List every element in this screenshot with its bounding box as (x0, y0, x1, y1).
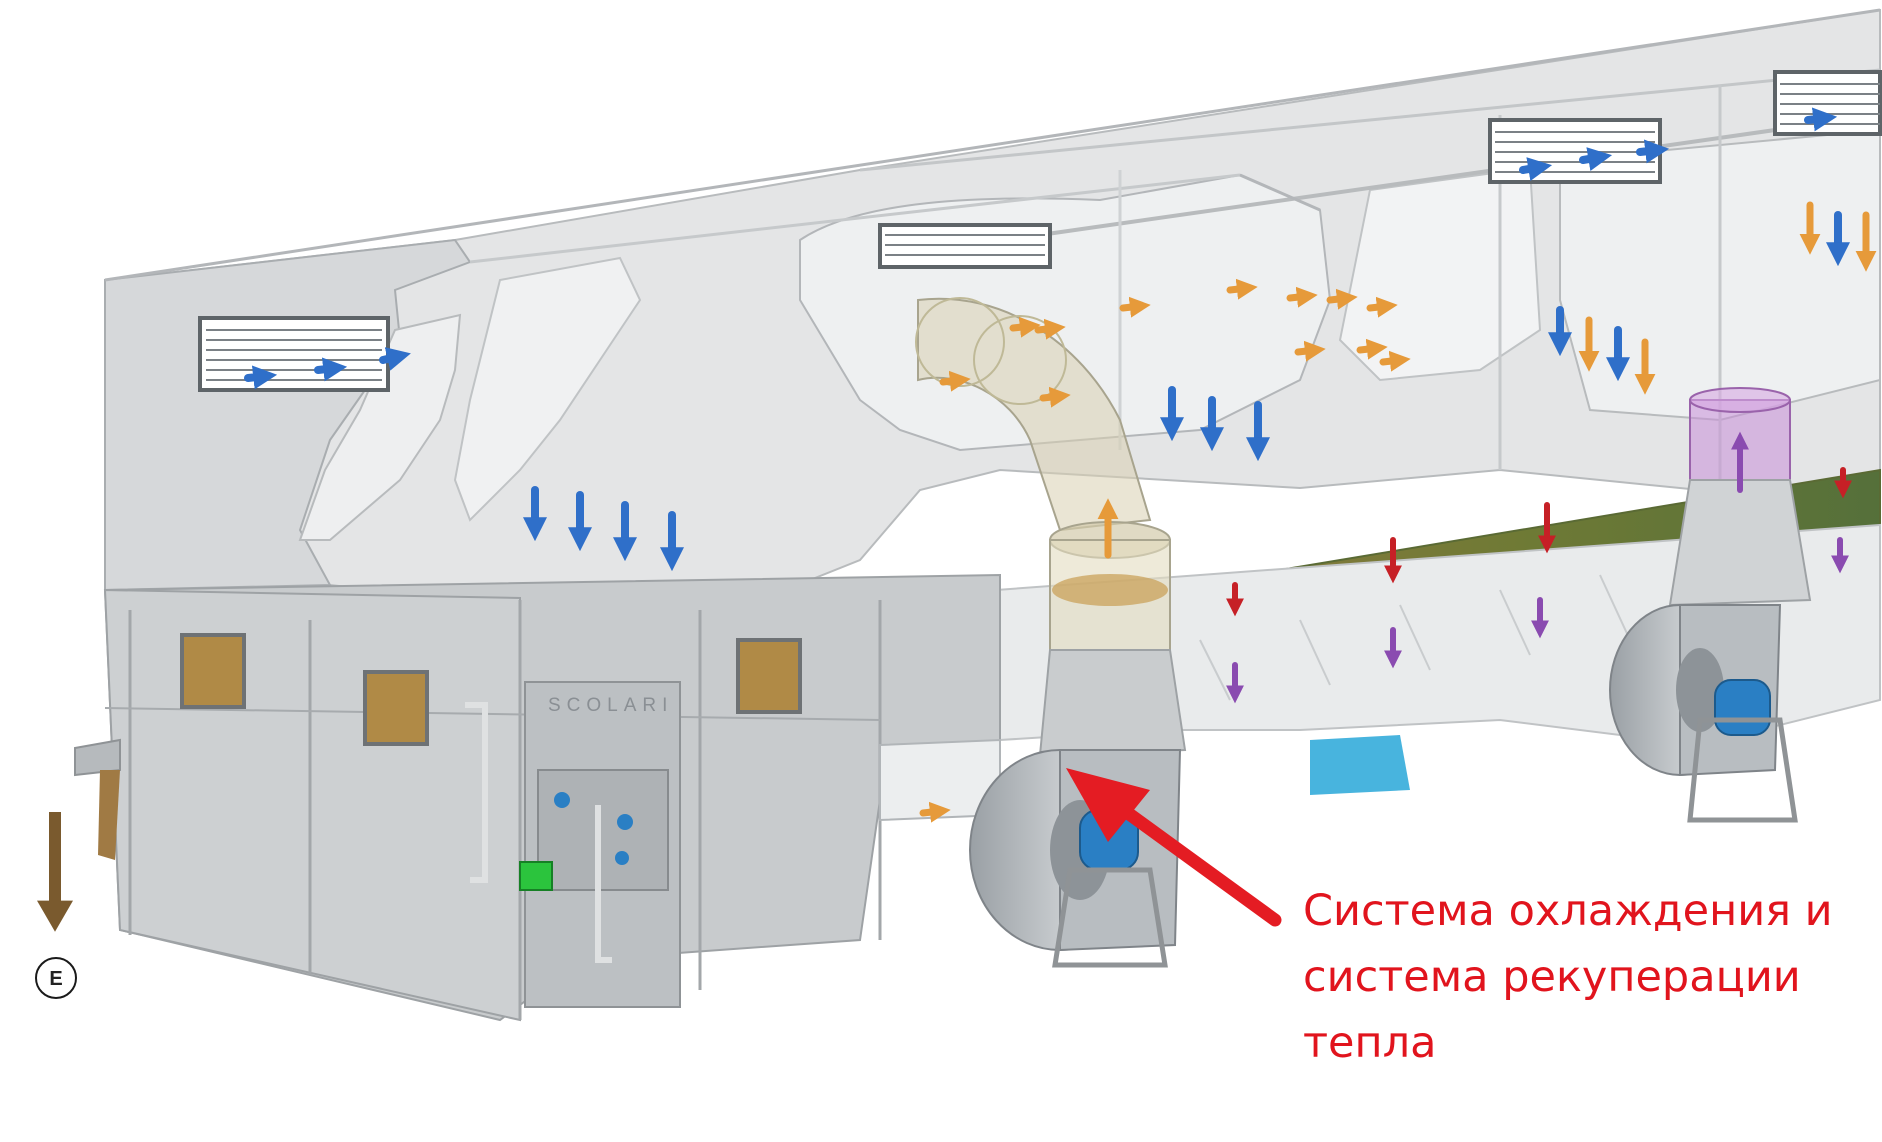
callout-text: Система охлаждения и система рекуперации… (1303, 878, 1863, 1076)
louver-4 (1773, 70, 1882, 136)
airflow-arrows-cold (244, 107, 1850, 572)
ventilation-louvers (198, 70, 1882, 392)
cooling-fan-right (1609, 604, 1798, 823)
callout-arrow (1066, 768, 1282, 927)
louver-2 (878, 223, 1052, 269)
callout-line-1: Система охлаждения и (1303, 886, 1833, 936)
front-cabinet: SCOLARI (74, 573, 1001, 1022)
airflow-arrows-hot (919, 201, 1877, 823)
airflow-arrows-product (1226, 467, 1852, 617)
callout-line-2: система рекуперации (1303, 952, 1801, 1002)
inspection-windows (180, 633, 802, 746)
airflow-arrows-exhaust (1226, 431, 1849, 704)
louver-1 (198, 316, 390, 392)
product-exit-marker: E (35, 812, 77, 999)
exit-marker-label: E (49, 968, 62, 990)
fan-motor-icon (1714, 679, 1771, 736)
control-panel: SCOLARI (465, 681, 681, 1008)
callout-line-3: тепла (1303, 1018, 1437, 1068)
exit-marker-circle (35, 957, 77, 999)
louver-3 (1488, 118, 1662, 184)
brand-label: SCOLARI (548, 695, 673, 716)
pump-icon (519, 861, 553, 891)
